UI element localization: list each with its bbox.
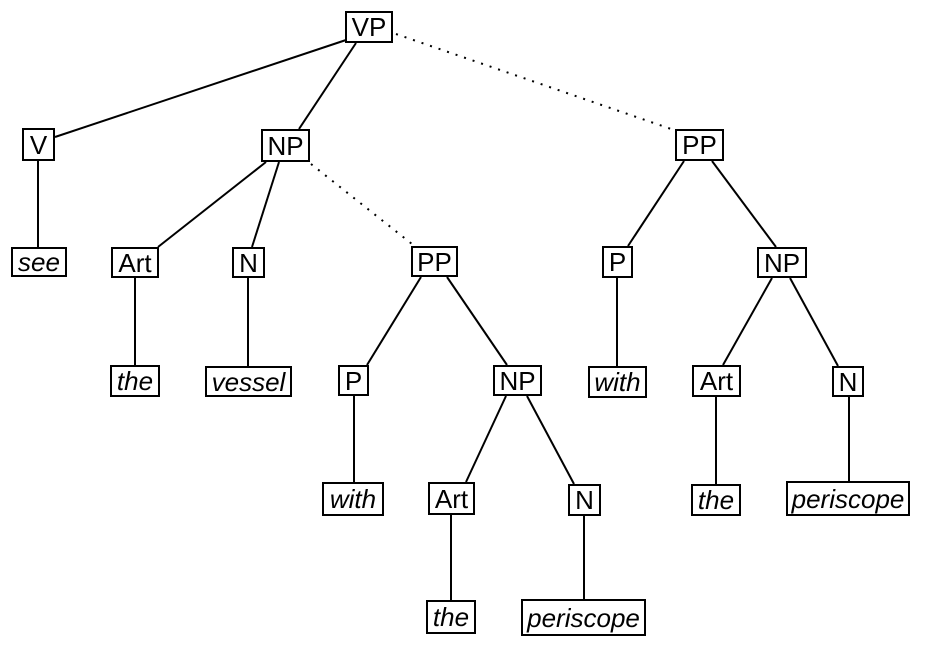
- node-n-left: N: [232, 247, 265, 278]
- edge-np-pp-mid-dotted: [310, 163, 413, 245]
- node-periscope-right: periscope: [786, 481, 910, 516]
- node-pp-mid: PP: [411, 246, 458, 277]
- edge-pp-np-mid: [446, 276, 508, 366]
- edge-vp-v: [54, 39, 347, 138]
- node-n-mid: N: [568, 484, 601, 516]
- node-np-mid: NP: [493, 365, 542, 396]
- node-p-right: P: [602, 246, 633, 278]
- node-art-left: Art: [111, 247, 159, 278]
- node-vessel: vessel: [205, 366, 292, 397]
- edge-np-art-mid: [465, 395, 507, 483]
- edge-np-n-left: [251, 161, 280, 248]
- node-p-mid: P: [338, 365, 369, 396]
- edge-np-art-right: [722, 277, 773, 366]
- node-with-right: with: [588, 366, 647, 398]
- edge-np-n-right: [789, 277, 839, 367]
- node-art-right: Art: [692, 365, 741, 397]
- node-n-right: N: [832, 366, 864, 397]
- node-periscope-mid: periscope: [521, 599, 646, 636]
- node-the-mid: the: [426, 600, 476, 634]
- node-np-object: NP: [261, 129, 310, 162]
- edge-vp-pp-right-dotted: [395, 33, 675, 131]
- node-art-mid: Art: [428, 482, 475, 515]
- node-pp-right: PP: [675, 129, 724, 161]
- node-v: V: [22, 128, 55, 161]
- edge-pp-p-right: [627, 160, 685, 247]
- edge-vp-np: [298, 42, 357, 130]
- edge-pp-p-mid: [366, 276, 422, 366]
- node-see: see: [11, 247, 67, 277]
- edge-np-art-left: [157, 161, 267, 248]
- node-vp: VP: [345, 11, 393, 43]
- edge-np-n-mid: [526, 395, 575, 485]
- node-the-right: the: [691, 484, 741, 516]
- node-np-right: NP: [757, 247, 807, 278]
- edge-pp-np-right: [711, 160, 777, 248]
- node-with-mid: with: [322, 482, 384, 516]
- node-the-left: the: [110, 365, 160, 397]
